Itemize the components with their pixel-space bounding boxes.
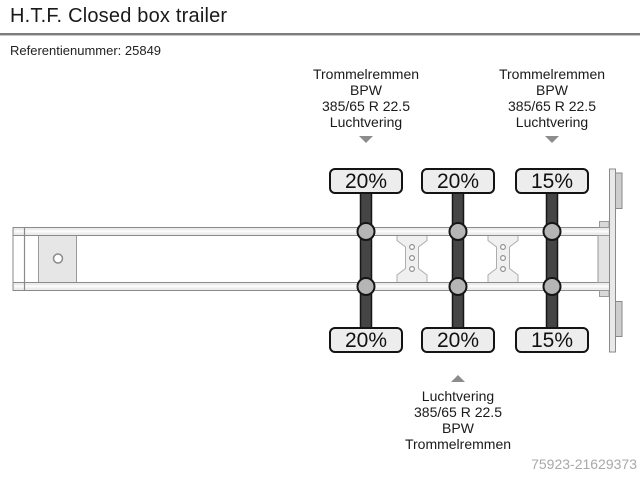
spec-line-brand: BPW: [536, 82, 568, 98]
spec-line-tyre-size: 385/65 R 22.5: [322, 98, 410, 114]
arrow-up-icon: [451, 375, 465, 382]
arrow-down-icon: [545, 136, 559, 143]
axle-2: [448, 189, 468, 331]
axle-3: [542, 189, 562, 331]
spec-line-brakes: Trommelremmen: [498, 66, 606, 82]
spec-block-rear-axle: Trommelremmen BPW 385/65 R 22.5 Luchtver…: [467, 66, 637, 143]
rear-bumper-assembly: [597, 168, 623, 353]
tyre-tread-axle2-right: 20%: [421, 327, 495, 353]
rear-bumper-bar: [609, 168, 616, 353]
axle-1: [356, 189, 376, 331]
spec-line-suspension: Luchtvering: [515, 114, 589, 130]
spec-line-tyre-size: 385/65 R 22.5: [508, 98, 596, 114]
rear-crossmember: [597, 235, 610, 283]
cross-member: [487, 235, 519, 283]
tyre-tread-axle2-left: 20%: [421, 168, 495, 194]
rear-lamp: [615, 172, 623, 209]
axle-hub: [448, 222, 468, 241]
axle-hub: [356, 222, 376, 241]
tyre-tread-axle3-right: 15%: [515, 327, 589, 353]
spec-line-brakes: Trommelremmen: [312, 66, 420, 82]
rear-bracket: [599, 221, 610, 228]
axle-hub: [542, 222, 562, 241]
axle-bar: [545, 189, 559, 331]
spec-line-tyre-size: 385/65 R 22.5: [414, 404, 502, 420]
rear-bracket: [599, 290, 610, 297]
spec-line-brakes: Trommelremmen: [404, 436, 512, 452]
spec-line-brand: BPW: [442, 420, 474, 436]
page-title: H.T.F. Closed box trailer: [10, 5, 228, 27]
spec-line-suspension: Luchtvering: [329, 114, 403, 130]
tyre-tread-axle1-right: 20%: [329, 327, 403, 353]
listing-id: 75923-21629373: [531, 456, 637, 472]
rear-lamp: [615, 301, 623, 337]
arrow-down-icon: [359, 136, 373, 143]
spec-line-brand: BPW: [350, 82, 382, 98]
spec-block-front-axle: Trommelremmen BPW 385/65 R 22.5 Luchtver…: [281, 66, 451, 143]
axle-hub: [448, 277, 468, 296]
tyre-tread-axle1-left: 20%: [329, 168, 403, 194]
reference-number: Referentienummer: 25849: [10, 43, 162, 58]
axle-hub: [542, 277, 562, 296]
kingpin: [52, 253, 64, 264]
spec-line-suspension: Luchtvering: [421, 388, 495, 404]
tyre-tread-axle3-left: 15%: [515, 168, 589, 194]
trailer-frame: [12, 227, 611, 291]
spec-block-middle-axle: Luchtvering 385/65 R 22.5 BPW Trommelrem…: [348, 375, 568, 452]
axle-bar: [451, 189, 465, 331]
title-divider: [0, 33, 640, 36]
axle-hub: [356, 277, 376, 296]
axle-bar: [359, 189, 373, 331]
